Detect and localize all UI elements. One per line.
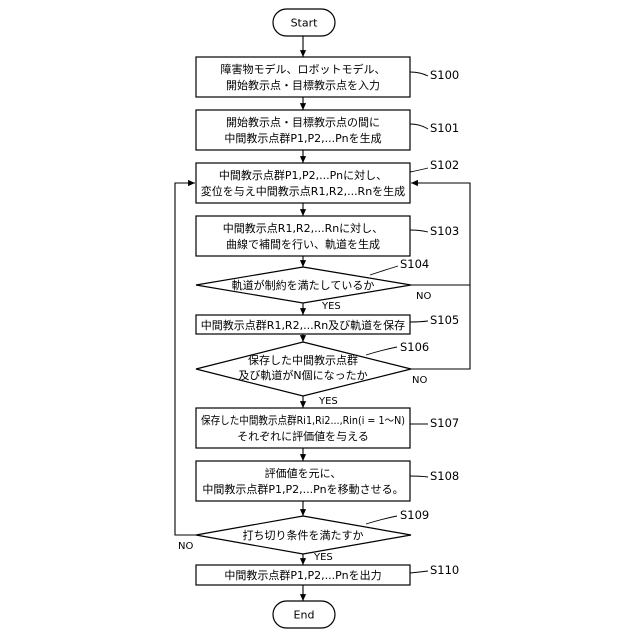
s100-line-2: 開始教示点・目標教示点を入力 [226,78,380,92]
s109-yes-label: YES [313,552,333,563]
s108-line-2: 中間教示点群P1,P2,...Pnを移動させる。 [202,482,403,496]
end-terminal: End [273,601,335,628]
s104-pointer [370,266,398,275]
decision-s109: 打ち切り条件を満たすか S109 NO YES [178,508,429,563]
s100-label: S100 [430,68,459,82]
edge-s109-no-loop [175,183,196,535]
s109-pointer [366,516,397,524]
step-s101: 開始教示点・目標教示点の間に 中間教示点群P1,P2,...Pnを生成 S101 [196,110,459,150]
s110-label: S110 [430,563,459,577]
s109-label: S109 [400,508,429,522]
s109-no-label: NO [178,541,193,552]
s107-line-2: それぞれに評価値を与える [237,429,369,443]
decision-s104: 軌道が制約を満たしているか S104 NO YES [196,257,431,312]
s108-pointer [410,476,428,477]
s104-yes-label: YES [321,301,341,312]
s101-pointer [410,124,428,129]
s107-line-1: 保存した中間教示点群Ri1,Ri2...,Rin(i = 1〜N) [201,413,405,427]
s106-no-label: NO [412,375,427,386]
s103-line-2: 曲線で補間を行い、軌道を生成 [226,237,380,251]
step-s108: 評価値を元に、 中間教示点群P1,P2,...Pnを移動させる。 S108 [196,461,459,501]
s109-text: 打ち切り条件を満たすか [243,528,364,542]
s106-line-2: 及び軌道がN個になったか [238,368,367,382]
decision-s106: 保存した中間教示点群 及び軌道がN個になったか S106 NO YES [196,340,429,407]
s103-line-1: 中間教示点R1,R2,...Rnに対し、 [223,221,383,235]
start-label: Start [291,17,319,30]
s105-pointer [410,321,428,322]
s108-label: S108 [430,469,459,483]
s108-line-1: 評価値を元に、 [265,466,342,480]
s102-label: S102 [430,158,459,172]
s101-line-1: 開始教示点・目標教示点の間に [226,115,380,129]
s106-pointer [366,347,397,355]
s103-pointer [410,230,428,232]
s105-label: S105 [430,313,459,327]
s105-line-1: 中間教示点群R1,R2,...Rn及び軌道を保存 [201,318,405,332]
s103-label: S103 [430,224,459,238]
s101-line-2: 中間教示点群P1,P2,...Pnを生成 [224,131,381,145]
step-s110: 中間教示点群P1,P2,...Pnを出力 S110 [196,563,459,585]
s100-pointer [410,72,428,76]
step-s103: 中間教示点R1,R2,...Rnに対し、 曲線で補間を行い、軌道を生成 S103 [196,216,459,256]
s110-pointer [410,571,428,573]
end-label: End [294,609,315,622]
s106-line-1: 保存した中間教示点群 [248,353,358,367]
step-s107: 保存した中間教示点群Ri1,Ri2...,Rin(i = 1〜N) それぞれに評… [196,408,459,448]
s104-label: S104 [400,257,429,271]
s102-line-2: 変位を与え中間教示点R1,R2,...Rnを生成 [201,184,405,198]
s107-label: S107 [430,416,459,430]
s104-text: 軌道が制約を満たしているか [232,278,375,292]
s102-pointer [410,168,428,172]
s101-label: S101 [430,121,459,135]
s102-line-1: 中間教示点群P1,P2,...Pnに対し、 [219,168,387,182]
step-s105: 中間教示点群R1,R2,...Rn及び軌道を保存 S105 [196,313,459,334]
s100-line-1: 障害物モデル、ロボットモデル、 [221,62,386,76]
s110-line-1: 中間教示点群P1,P2,...Pnを出力 [224,568,381,582]
step-s102: 中間教示点群P1,P2,...Pnに対し、 変位を与え中間教示点R1,R2,..… [196,158,459,203]
s104-no-label: NO [416,291,431,302]
start-terminal: Start [273,9,335,36]
s106-label: S106 [400,340,429,354]
s106-yes-label: YES [318,396,338,407]
step-s100: 障害物モデル、ロボットモデル、 開始教示点・目標教示点を入力 S100 [196,57,459,97]
